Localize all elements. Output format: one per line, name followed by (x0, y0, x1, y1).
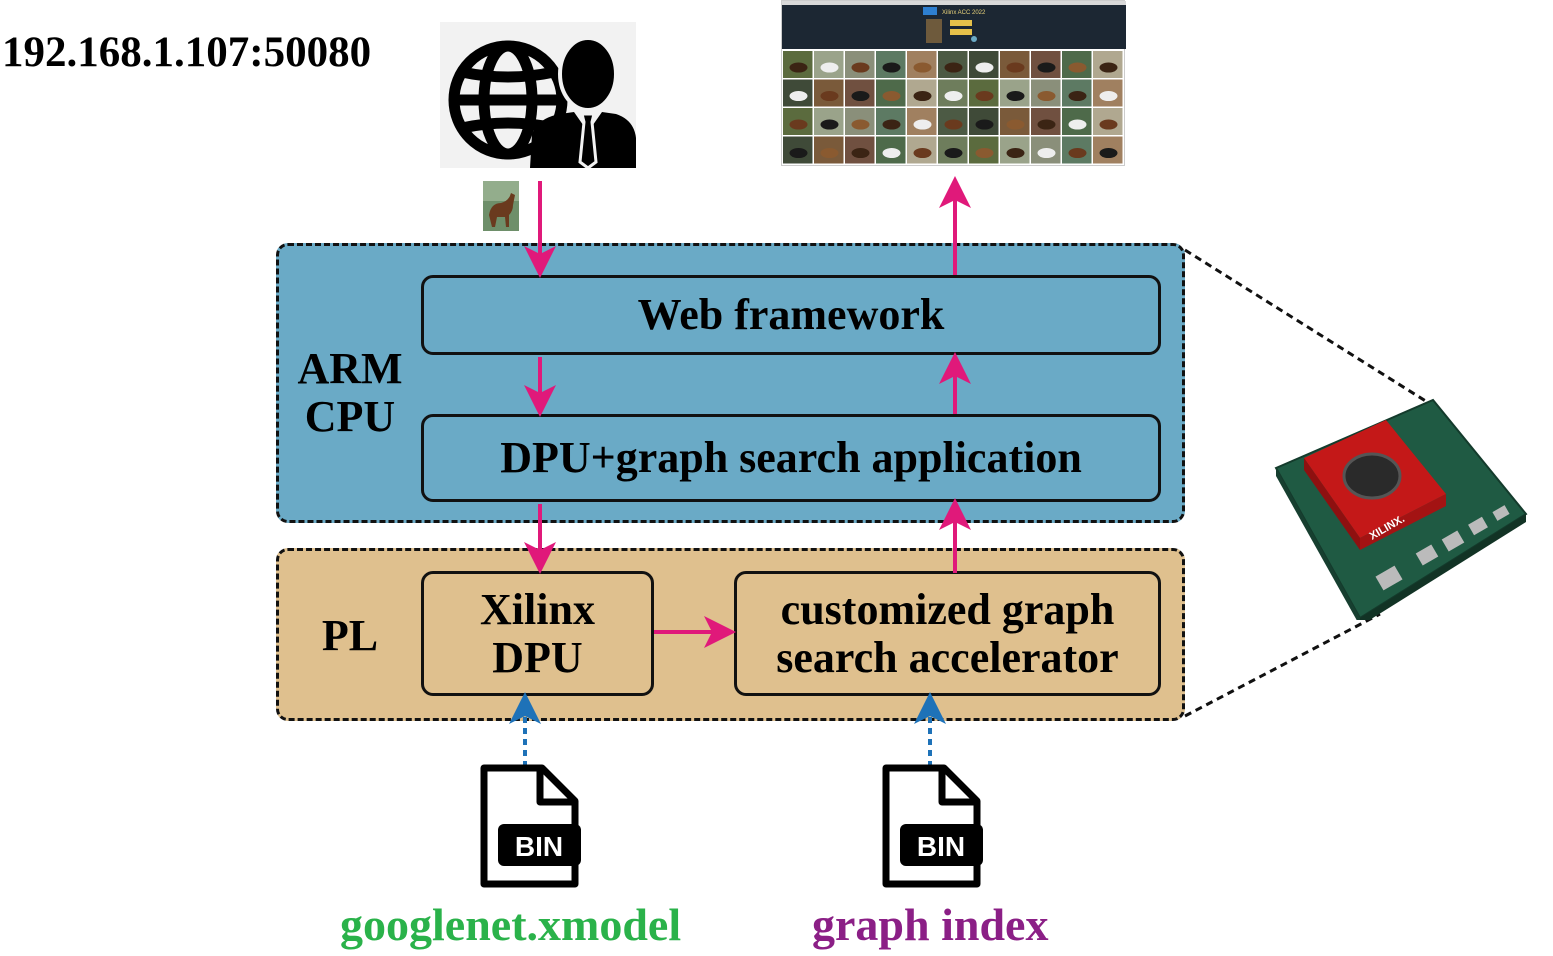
bin-label-1: BIN (515, 831, 563, 862)
result-horse-shape (913, 62, 932, 73)
result-horse-shape (851, 91, 870, 102)
result-horse-shape (1037, 148, 1056, 159)
result-horse-shape (1099, 62, 1118, 73)
result-horse-shape (944, 148, 963, 159)
result-horse-shape (975, 62, 994, 73)
result-horse-shape (851, 148, 870, 159)
result-horse-shape (789, 91, 808, 102)
result-horse-shape (882, 91, 901, 102)
ip-address-label: 192.168.1.107:50080 (2, 29, 372, 76)
result-horse-shape (789, 119, 808, 130)
result-horse-shape (913, 148, 932, 159)
result-horse-shape (820, 62, 839, 73)
result-horse-shape (1068, 91, 1087, 102)
result-horse-shape (1037, 91, 1056, 102)
pl-label: PL (321, 611, 379, 660)
result-horse-shape (820, 91, 839, 102)
result-horse-shape (882, 119, 901, 130)
xilinx-dpu-line2: DPU (492, 632, 583, 682)
googlenet-file-label: googlenet.xmodel (340, 899, 682, 950)
result-horse-shape (913, 91, 932, 102)
dpu-application-box: DPU+graph search application (421, 414, 1161, 502)
result-horse-shape (820, 148, 839, 159)
result-horse-shape (789, 62, 808, 73)
result-horse-shape (944, 119, 963, 130)
arm-cpu-label: ARM CPU (280, 344, 420, 442)
result-horse-shape (975, 91, 994, 102)
result-horse-shape (1006, 62, 1025, 73)
accelerator-line1: customized graph (780, 584, 1115, 634)
zoom-line-bottom (1184, 612, 1381, 718)
dpu-application-label: DPU+graph search application (500, 433, 1082, 483)
fpga-board-image: XILINX. (1268, 398, 1528, 626)
bin-file-icon-1: BIN (478, 764, 581, 889)
query-horse-image (483, 181, 519, 231)
zoom-line-top (1184, 248, 1433, 407)
result-horse-shape (1037, 119, 1056, 130)
result-horse-shape (913, 119, 932, 130)
search-results-screenshot: Xilinx ACC 2022 (781, 0, 1126, 166)
result-horse-shape (851, 119, 870, 130)
result-horse-shape (1099, 91, 1118, 102)
accelerator-line2: search accelerator (776, 632, 1119, 682)
bin-file-icon-2: BIN (880, 764, 983, 889)
result-horse-shape (882, 62, 901, 73)
web-user-icon (440, 22, 636, 170)
result-horse-shape (944, 62, 963, 73)
result-horse-shape (1099, 148, 1118, 159)
result-horse-shape (1068, 62, 1087, 73)
result-horse-shape (1037, 62, 1056, 73)
screenshot-title: Xilinx ACC 2022 (942, 10, 986, 16)
web-framework-label: Web framework (637, 290, 945, 340)
result-horse-shape (1099, 119, 1118, 130)
arm-cpu-region (276, 243, 1185, 523)
xilinx-dpu-line1: Xilinx (480, 584, 595, 634)
result-horse-shape (1006, 91, 1025, 102)
result-horse-shape (1006, 119, 1025, 130)
result-horse-shape (944, 91, 963, 102)
result-horse-shape (789, 148, 808, 159)
result-horse-shape (851, 62, 870, 73)
result-horse-shape (975, 148, 994, 159)
web-framework-box: Web framework (421, 275, 1161, 355)
result-horse-shape (820, 119, 839, 130)
arm-label-line1: ARM (297, 344, 403, 393)
arm-label-line2: CPU (304, 392, 396, 442)
result-horse-shape (1068, 119, 1087, 130)
result-horse-shape (882, 148, 901, 159)
result-horse-shape (1006, 148, 1025, 159)
result-horse-shape (1068, 148, 1087, 159)
graph-index-file-label: graph index (812, 899, 1049, 950)
result-horse-shape (975, 119, 994, 130)
bin-label-2: BIN (917, 831, 965, 862)
